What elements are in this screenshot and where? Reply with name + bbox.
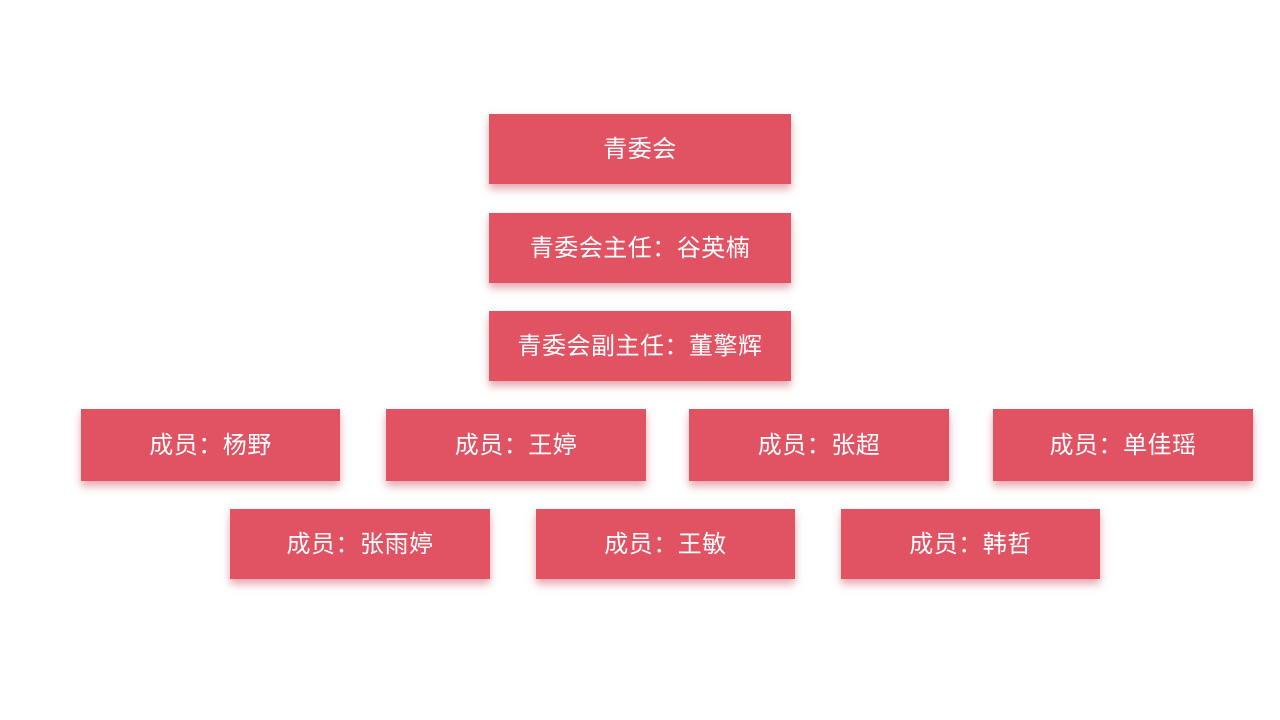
org-node-label: 成员：王婷 (454, 431, 578, 459)
org-node-member-1: 成员：杨野 (81, 409, 340, 481)
org-node-deputy-director: 青委会副主任：董擎辉 (489, 311, 791, 381)
org-node-committee: 青委会 (489, 114, 791, 184)
org-node-label: 成员：韩哲 (909, 530, 1032, 558)
org-node-member-7: 成员：韩哲 (841, 509, 1100, 579)
org-node-label: 成员：张超 (757, 431, 881, 459)
org-node-label: 青委会副主任：董擎辉 (517, 332, 763, 360)
org-node-member-5: 成员：张雨婷 (230, 509, 490, 579)
org-node-label: 成员：张雨婷 (286, 530, 434, 558)
org-node-label: 青委会主任：谷英楠 (529, 234, 751, 262)
org-node-member-4: 成员：单佳瑶 (993, 409, 1253, 481)
org-node-member-2: 成员：王婷 (386, 409, 646, 481)
org-node-member-6: 成员：王敏 (536, 509, 795, 579)
org-node-label: 成员：单佳瑶 (1049, 431, 1197, 459)
org-node-label: 青委会 (603, 135, 677, 163)
org-node-label: 成员：杨野 (149, 431, 272, 459)
org-node-member-3: 成员：张超 (689, 409, 949, 481)
org-node-label: 成员：王敏 (604, 530, 727, 558)
org-node-director: 青委会主任：谷英楠 (489, 213, 791, 283)
